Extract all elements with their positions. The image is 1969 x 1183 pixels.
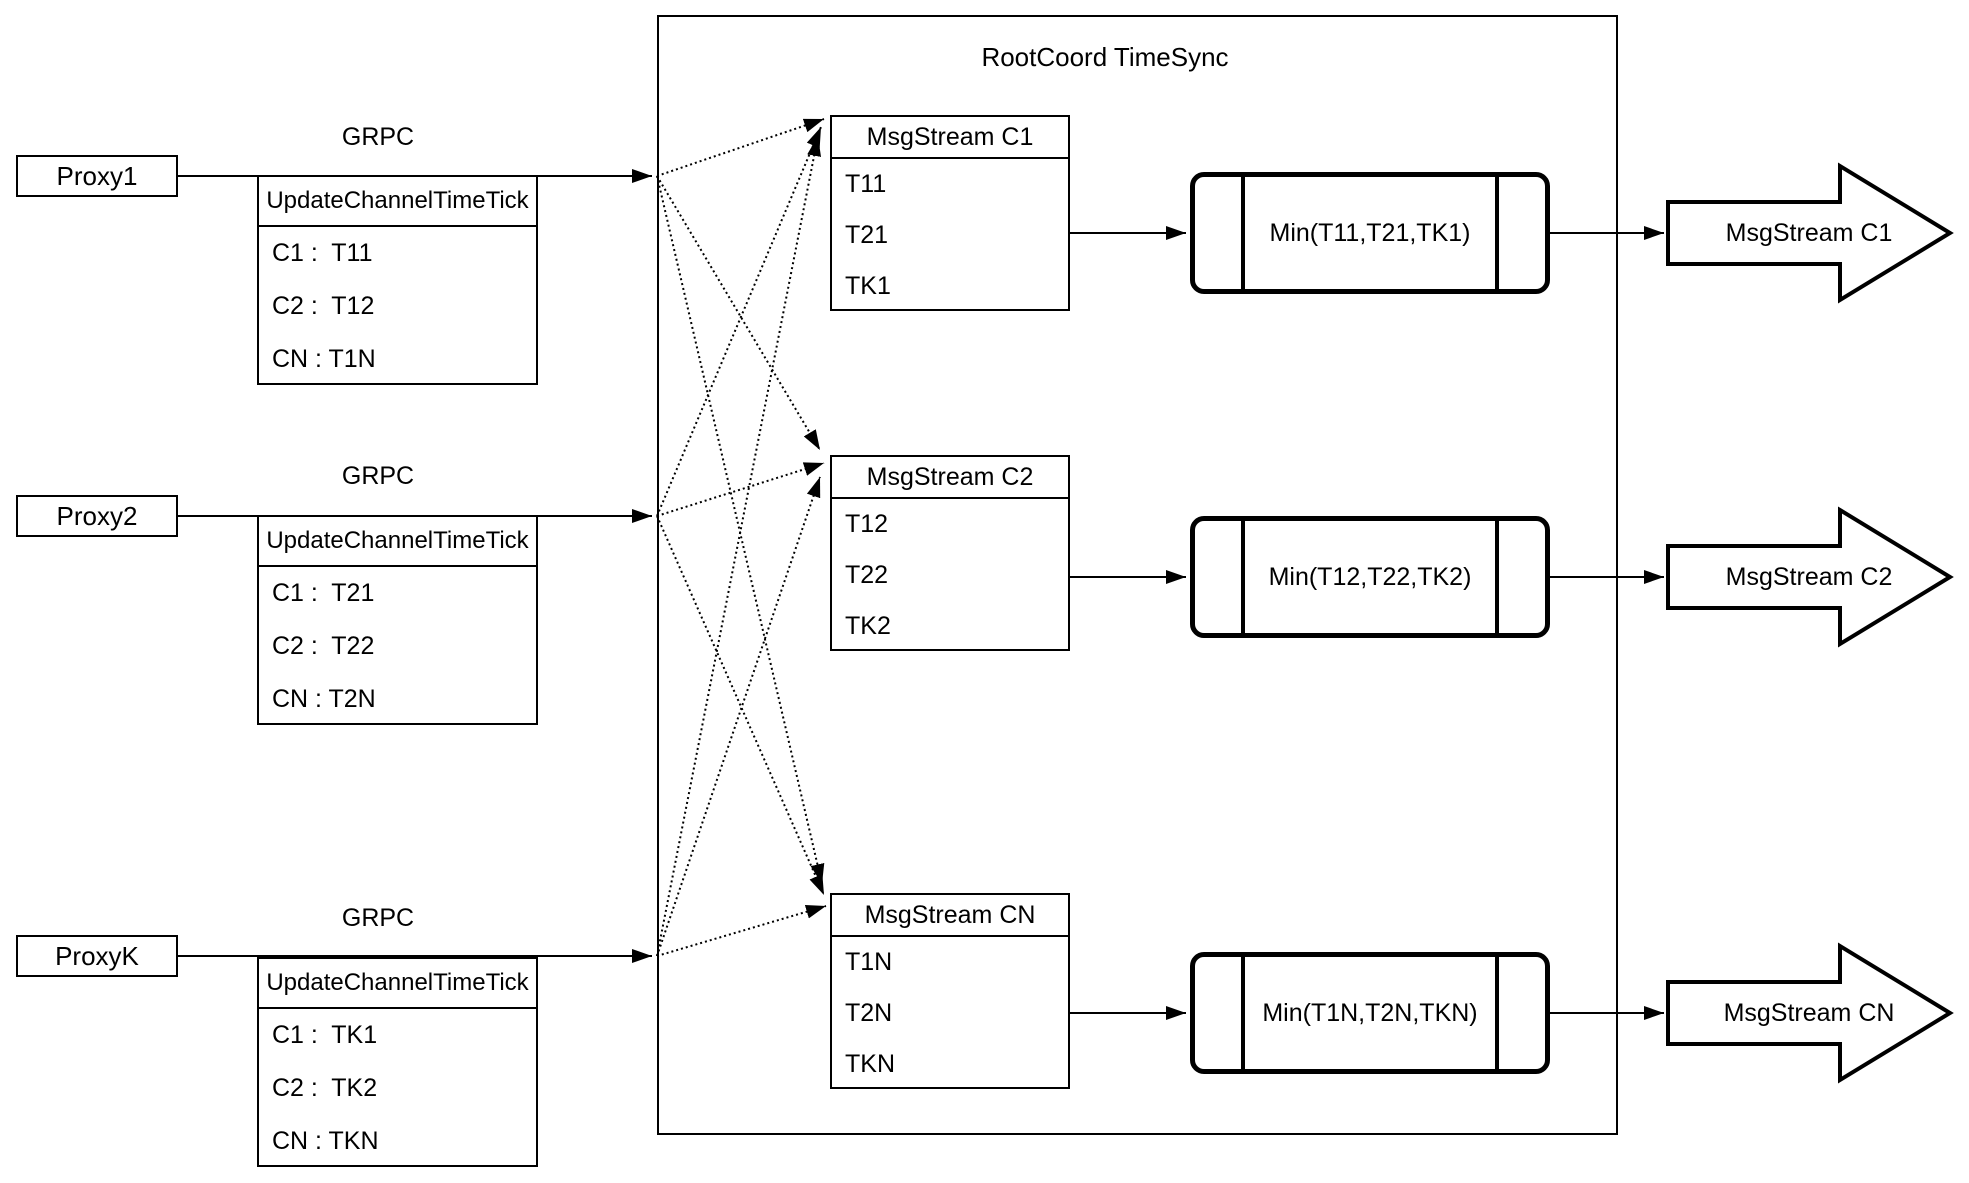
msgstream-row: TK2 bbox=[845, 612, 891, 640]
msgstream-row: T1N bbox=[845, 948, 893, 976]
min-label: Min(T1N,T2N,TKN) bbox=[1262, 998, 1478, 1027]
msgstream-row: T22 bbox=[845, 561, 889, 589]
msgstream-c2-table: MsgStream C2 T12 T22 TK2 bbox=[830, 455, 1070, 651]
out-stream-arrow-shape-3 bbox=[1666, 942, 1954, 1084]
proxyk-box: ProxyK bbox=[16, 935, 178, 977]
timetick-route-p1-cn bbox=[656, 175, 825, 885]
min-label: Min(T11,T21,TK1) bbox=[1269, 218, 1471, 247]
timetick-row: CN : T2N bbox=[272, 685, 376, 713]
rootcoord-timesync-container bbox=[657, 15, 1618, 1135]
timetick-table-proxy1: UpdateChannelTimeTick C1 : T11 C2 : T12 … bbox=[257, 175, 538, 385]
timetick-row: C1 : TK1 bbox=[272, 1021, 378, 1049]
timetick-row: C1 : T11 bbox=[272, 239, 373, 267]
msgstream-row: TKN bbox=[845, 1050, 895, 1078]
timetick-route-p1-c2 bbox=[656, 175, 821, 451]
msgstream-row: TK1 bbox=[845, 272, 891, 300]
min-label: Min(T12,T22,TK2) bbox=[1268, 562, 1472, 591]
out-stream-arrow-shape-2 bbox=[1666, 506, 1954, 648]
timetick-route-p2-cn bbox=[656, 515, 825, 896]
msgstream-table-header: MsgStream C1 bbox=[832, 117, 1068, 159]
timetick-route-p2-c2 bbox=[656, 462, 825, 517]
timetick-row: C2 : T12 bbox=[272, 292, 375, 320]
timetick-table-proxyk: UpdateChannelTimeTick C1 : TK1 C2 : TK2 … bbox=[257, 957, 538, 1167]
timetick-route-p2-c1 bbox=[656, 126, 822, 517]
rootcoord-title: RootCoord TimeSync bbox=[981, 41, 1229, 72]
buffer-right-divider bbox=[1495, 957, 1499, 1069]
timetick-row: C2 : T22 bbox=[272, 632, 375, 660]
grpc-label-3: GRPC bbox=[341, 903, 415, 932]
grpc-label-2: GRPC bbox=[341, 461, 415, 490]
buffer-right-divider bbox=[1495, 521, 1499, 633]
proxy2-box: Proxy2 bbox=[16, 495, 178, 537]
msgstream-table-header: MsgStream C2 bbox=[832, 457, 1068, 499]
out-stream-label-c1: MsgStream C1 bbox=[1725, 218, 1893, 247]
msgstream-table-header: MsgStream CN bbox=[832, 895, 1068, 937]
out-stream-arrow-shape-1 bbox=[1666, 162, 1954, 304]
out-stream-label-cn: MsgStream CN bbox=[1723, 998, 1895, 1027]
timetick-table-header: UpdateChannelTimeTick bbox=[259, 517, 536, 567]
msgstream-row: T2N bbox=[845, 999, 893, 1027]
msgstream-c1-table: MsgStream C1 T11 T21 TK1 bbox=[830, 115, 1070, 311]
timetick-row: C2 : TK2 bbox=[272, 1074, 378, 1102]
timetick-route-pk-c2 bbox=[656, 476, 821, 957]
buffer-left-divider bbox=[1241, 957, 1245, 1069]
grpc-label-1: GRPC bbox=[341, 122, 415, 151]
msgstream-row: T21 bbox=[845, 221, 889, 249]
proxy1-box: Proxy1 bbox=[16, 155, 178, 197]
timetick-row: CN : T1N bbox=[272, 345, 376, 373]
msgstream-row: T12 bbox=[845, 510, 889, 538]
timetick-table-header: UpdateChannelTimeTick bbox=[259, 959, 536, 1009]
min-buffer-c1: Min(T11,T21,TK1) bbox=[1190, 172, 1550, 294]
timetick-route-p1-c1 bbox=[656, 118, 825, 177]
buffer-right-divider bbox=[1495, 177, 1499, 289]
timetick-route-pk-c1 bbox=[656, 135, 822, 957]
timetick-table-header: UpdateChannelTimeTick bbox=[259, 177, 536, 227]
buffer-left-divider bbox=[1241, 177, 1245, 289]
buffer-left-divider bbox=[1241, 521, 1245, 633]
out-stream-label-c2: MsgStream C2 bbox=[1725, 562, 1893, 591]
msgstream-cn-table: MsgStream CN T1N T2N TKN bbox=[830, 893, 1070, 1089]
timetick-row: C1 : T21 bbox=[272, 579, 375, 607]
timetick-route-pk-cn bbox=[656, 904, 827, 957]
min-buffer-c2: Min(T12,T22,TK2) bbox=[1190, 516, 1550, 638]
min-buffer-cn: Min(T1N,T2N,TKN) bbox=[1190, 952, 1550, 1074]
timetick-row: CN : TKN bbox=[272, 1127, 379, 1155]
msgstream-row: T11 bbox=[845, 170, 887, 198]
timetick-table-proxy2: UpdateChannelTimeTick C1 : T21 C2 : T22 … bbox=[257, 515, 538, 725]
